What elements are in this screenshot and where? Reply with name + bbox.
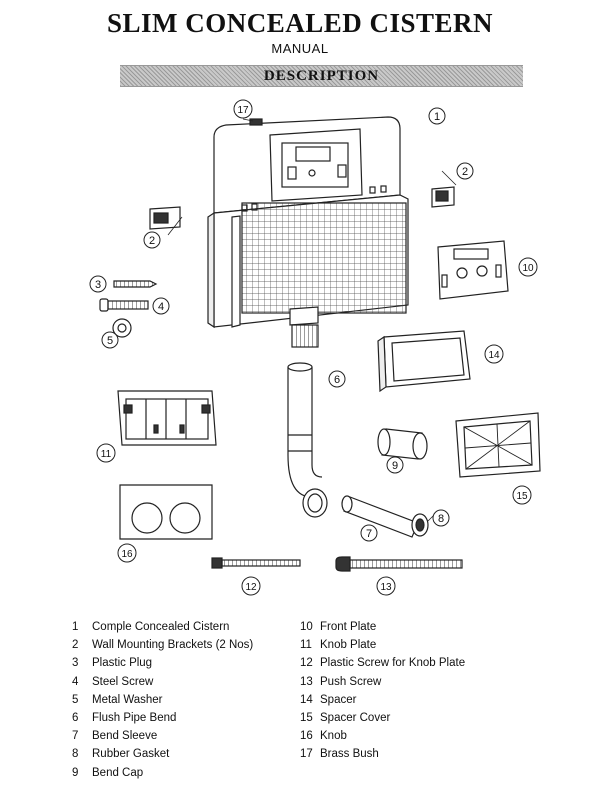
- svg-text:4: 4: [158, 301, 164, 313]
- callout-14: 14: [484, 344, 504, 364]
- svg-text:1: 1: [434, 111, 440, 123]
- svg-text:6: 6: [334, 374, 340, 386]
- callout-12: 12: [241, 576, 261, 596]
- callout-11: 11: [96, 443, 116, 463]
- bend-cap: [377, 428, 428, 460]
- callout-10: 10: [518, 257, 538, 277]
- callout-9: 9: [386, 456, 404, 474]
- page-title: SLIM CONCEALED CISTERN: [106, 8, 494, 38]
- knob: [119, 484, 213, 540]
- plastic-screw: [211, 557, 301, 569]
- callout-6: 6: [328, 370, 346, 388]
- metal-washer: [112, 318, 132, 338]
- svg-text:3: 3: [95, 279, 101, 291]
- svg-text:5: 5: [107, 335, 113, 347]
- svg-text:7: 7: [366, 528, 372, 540]
- knob-plate: [117, 390, 217, 446]
- callout-2a: 2: [456, 162, 474, 180]
- section-band: DESCRIPTION: [120, 65, 523, 87]
- wall-bracket-right: [431, 170, 457, 208]
- callout-2b: 2: [143, 231, 161, 249]
- spacer-cover: [455, 412, 541, 478]
- cistern-body: [207, 116, 409, 348]
- svg-text:17: 17: [237, 105, 249, 116]
- front-plate: [437, 240, 509, 300]
- svg-text:9: 9: [392, 460, 398, 472]
- svg-text:13: 13: [380, 582, 392, 593]
- callout-5: 5: [101, 331, 119, 349]
- svg-text:15: 15: [516, 491, 528, 502]
- svg-text:12: 12: [245, 582, 257, 593]
- callout-7: 7: [360, 524, 378, 542]
- svg-text:8: 8: [438, 513, 444, 525]
- callout-17: 17: [233, 99, 253, 119]
- svg-text:10: 10: [522, 263, 534, 274]
- svg-text:16: 16: [121, 549, 133, 560]
- svg-text:2: 2: [149, 235, 155, 247]
- flush-pipe-bend: [287, 362, 328, 518]
- section-heading: DESCRIPTION: [263, 68, 380, 84]
- svg-text:14: 14: [488, 350, 500, 361]
- exploded-parts-diagram: 1 2 2 3 4 5 6 7 8 9 10 11 12 13 14 15 16…: [89, 99, 541, 596]
- svg-text:2: 2: [462, 166, 468, 178]
- spacer: [377, 330, 471, 393]
- page-subtitle: MANUAL: [271, 41, 329, 56]
- callout-3: 3: [89, 275, 107, 293]
- wall-bracket-left: [149, 206, 183, 236]
- callout-1: 1: [428, 107, 446, 125]
- callout-4: 4: [152, 297, 170, 315]
- callout-8: 8: [432, 509, 450, 527]
- push-screw: [335, 556, 463, 572]
- svg-text:11: 11: [101, 449, 112, 460]
- callout-15: 15: [512, 485, 532, 505]
- plastic-plug: [113, 280, 158, 288]
- steel-screw: [99, 298, 149, 312]
- callout-13: 13: [376, 576, 396, 596]
- callout-16: 16: [117, 543, 137, 563]
- bend-sleeve: [341, 495, 419, 538]
- rubber-gasket: [411, 513, 429, 537]
